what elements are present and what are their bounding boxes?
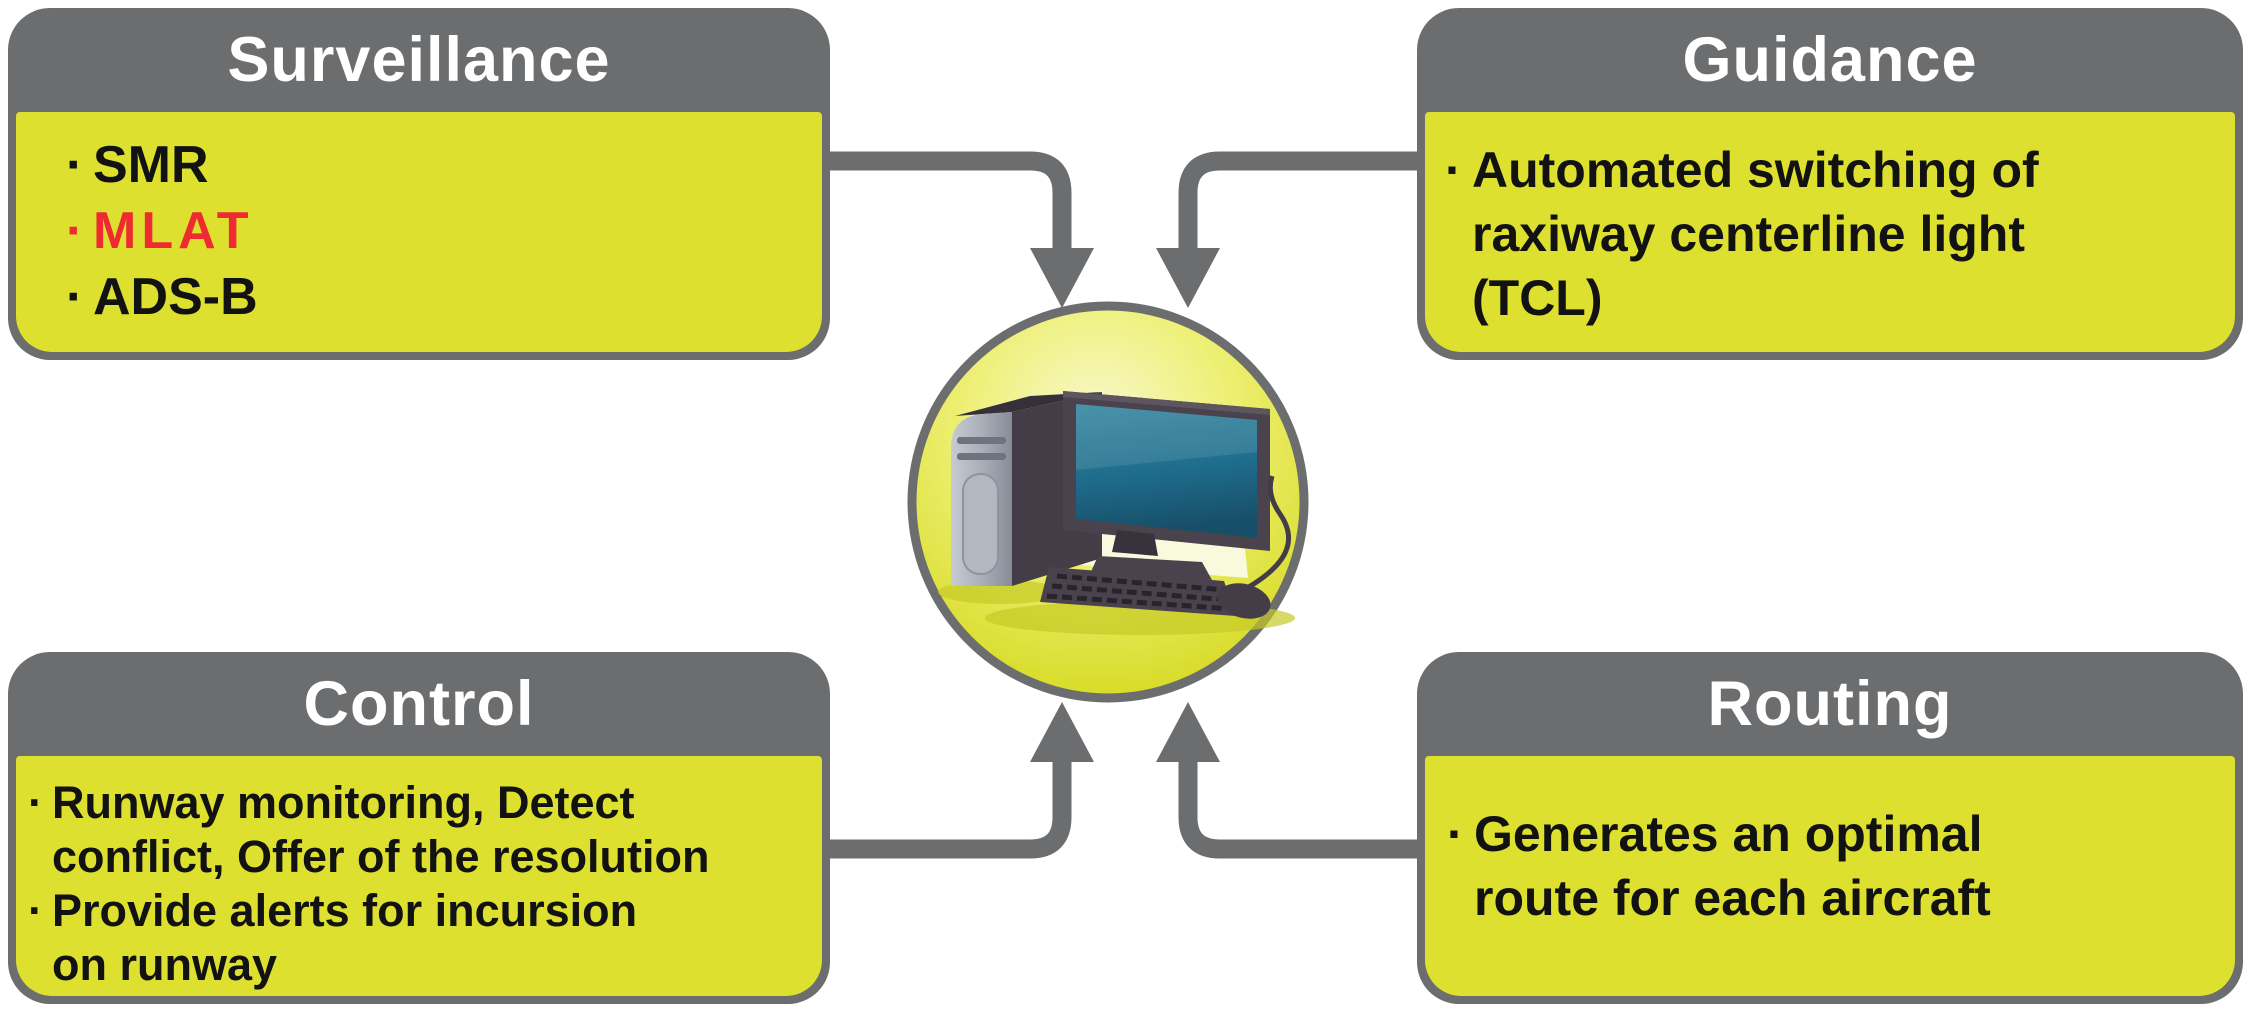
list-item-text: Generates an optimal route for each airc… [1474, 806, 1991, 926]
list-item: · Generates an optimal route for each ai… [1447, 802, 2223, 930]
bullet-icon: · [66, 268, 84, 326]
list-item: · SMR [66, 132, 804, 198]
routing-box: Routing · Generates an optimal route for… [1417, 652, 2243, 1004]
arrowheads [1030, 248, 1220, 762]
arrowhead-up-icon [1030, 702, 1094, 762]
arrow-control-to-center [828, 758, 1072, 859]
connector-arrows [828, 151, 1419, 859]
guidance-body: · Automated switching of raxiway centerl… [1425, 112, 2235, 352]
surveillance-body: · SMR · MLAT · ADS-B [16, 112, 822, 352]
arrow-guidance-to-center [1178, 151, 1419, 252]
list-item-text: Automated switching of raxiway centerlin… [1472, 142, 2039, 326]
routing-body: · Generates an optimal route for each ai… [1425, 756, 2235, 996]
list-item-text: SMR [93, 136, 209, 194]
arrowhead-down-icon [1030, 248, 1094, 308]
control-box: Control · Runway monitoring, Detect conf… [8, 652, 830, 1004]
arrow-routing-to-center [1178, 758, 1419, 859]
list-item-text: Runway monitoring, Detect conflict, Offe… [52, 777, 710, 882]
computer-monitor [1063, 391, 1270, 580]
bullet-icon: · [1445, 142, 1462, 198]
guidance-header: Guidance [1417, 8, 2243, 112]
list-item: · Provide alerts for incursion on runway [28, 884, 818, 992]
control-title: Control [303, 669, 535, 739]
bullet-icon: · [1447, 806, 1464, 862]
bullet-icon: · [66, 202, 84, 260]
arrow-surveillance-to-center [828, 151, 1072, 252]
list-item: · Runway monitoring, Detect conflict, Of… [28, 776, 818, 884]
arrowhead-up-icon [1156, 702, 1220, 762]
bullet-icon: · [28, 885, 43, 936]
computer-keyboard [1040, 567, 1236, 616]
control-body: · Runway monitoring, Detect conflict, Of… [16, 756, 822, 996]
list-item-text: Provide alerts for incursion on runway [52, 885, 638, 990]
surveillance-box: Surveillance · SMR · MLAT · ADS-B [8, 8, 830, 360]
surveillance-title: Surveillance [227, 25, 611, 95]
guidance-box: Guidance · Automated switching of raxiwa… [1417, 8, 2243, 360]
surveillance-header: Surveillance [8, 8, 830, 112]
list-item: · MLAT [66, 198, 804, 264]
bullet-icon: · [66, 136, 84, 194]
list-item: · ADS-B [66, 264, 804, 330]
bullet-icon: · [28, 777, 43, 828]
computer-mouse [1217, 475, 1291, 619]
list-item-text: ADS-B [93, 268, 258, 326]
list-item: · Automated switching of raxiway centerl… [1445, 138, 2223, 330]
routing-header: Routing [1417, 652, 2243, 756]
guidance-title: Guidance [1682, 25, 1978, 95]
control-header: Control [8, 652, 830, 756]
list-item-text: MLAT [93, 202, 254, 260]
routing-title: Routing [1707, 669, 1953, 739]
arrowhead-down-icon [1156, 248, 1220, 308]
desktop-computer-icon [938, 391, 1295, 635]
